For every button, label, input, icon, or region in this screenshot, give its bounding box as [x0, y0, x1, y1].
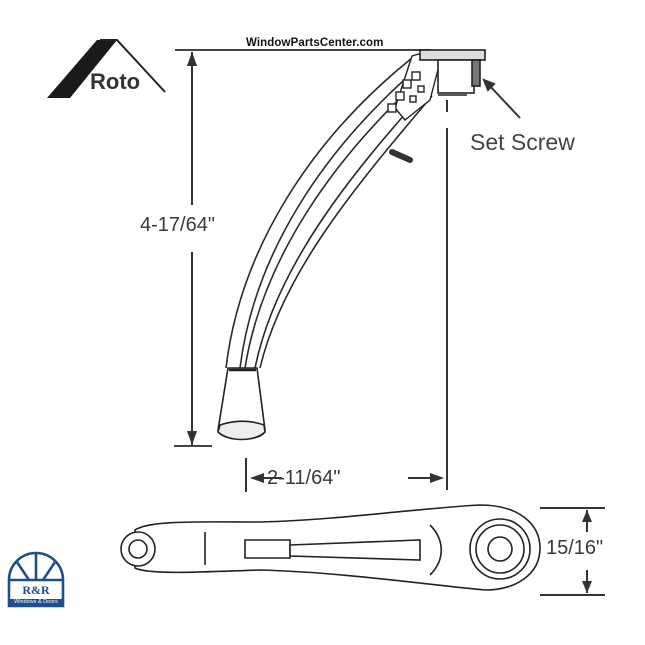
socket-hub — [419, 49, 486, 96]
roto-roof-icon — [47, 39, 166, 98]
dealer-logo-title: R&R — [22, 583, 50, 597]
dealer-logo-subtitle: Windows & Doors — [8, 599, 64, 606]
rr-logo-icon — [7, 551, 65, 608]
width-dimension-label: 2-11/64" — [267, 467, 341, 489]
knob-side-view — [217, 367, 266, 441]
set-screw-label: Set Screw — [470, 129, 575, 155]
set-screw-arrow — [482, 78, 521, 119]
roto-logo-text: Roto — [90, 69, 141, 94]
thickness-dimension-label: 15/16" — [546, 537, 604, 559]
crank-handle-top-view — [120, 504, 541, 591]
gear-housing — [387, 49, 441, 121]
set-screw-stub — [389, 149, 413, 163]
watermark-text: WindowPartsCenter.com — [246, 37, 384, 49]
height-dimension-label: 4-17/64" — [140, 214, 215, 236]
